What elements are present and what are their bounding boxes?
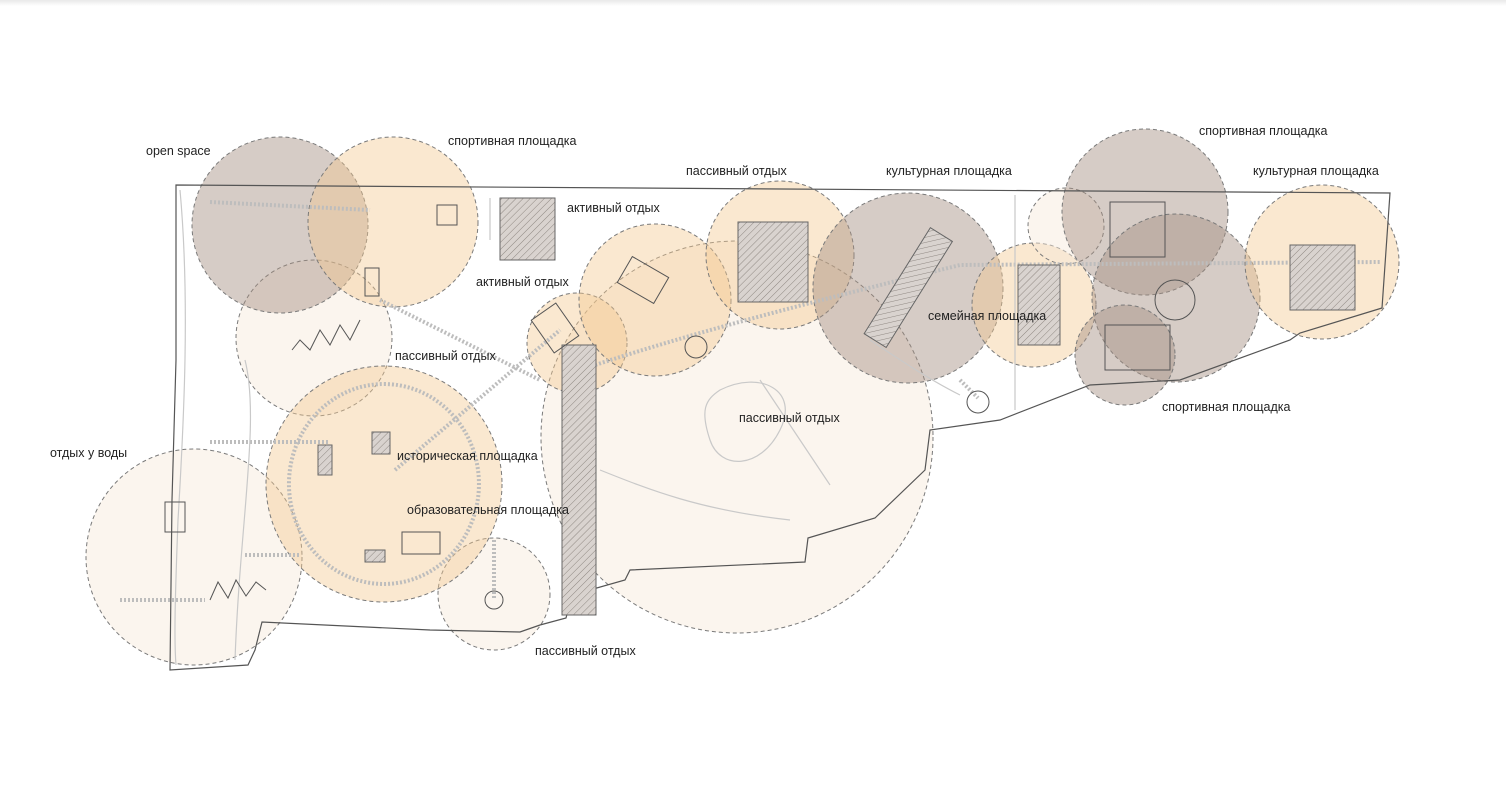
label-education: образовательная площадка [407, 503, 569, 517]
label-passive-2: пассивный отдых [686, 164, 787, 178]
label-sport-1: спортивная площадка [448, 134, 577, 148]
zone-circle-sport-2 [1061, 128, 1229, 296]
label-active-2: активный отдых [567, 201, 661, 215]
structure-round-pavilion-2 [966, 390, 990, 414]
zone-circles [85, 128, 1400, 666]
zone-circle-passive-3 [540, 240, 934, 634]
path-diagonal-1 [379, 298, 541, 382]
zone-circle-sport-4 [1074, 304, 1176, 406]
path-secondary-1 [234, 359, 252, 661]
path-west [209, 200, 371, 212]
structure-sport-court-2 [1104, 324, 1171, 371]
zone-labels: open space спортивная площадка пассивный… [50, 124, 1379, 658]
label-culture-1: культурная площадка [886, 164, 1012, 178]
park-plan [120, 184, 1391, 671]
label-open-space: open space [146, 144, 211, 158]
path-secondary-2 [599, 469, 791, 521]
zone-circle-sport-1 [307, 136, 479, 308]
structure-family-playground [1017, 264, 1061, 346]
structure-historic-block [317, 444, 333, 476]
structure-active-pad-1 [530, 302, 580, 354]
main-promenade [579, 260, 1381, 372]
structure-round-pavilion-3 [484, 590, 504, 610]
structure-culture-walk [863, 226, 954, 349]
zone-circle-open-space [191, 136, 369, 314]
label-water-rest: отдых у воды [50, 446, 127, 460]
label-passive-3: пассивный отдых [739, 411, 840, 425]
path-meadow [704, 381, 786, 462]
path-secondary-4 [869, 339, 961, 396]
zone-circle-sport-3 [1091, 213, 1261, 383]
structure-water-zigzag [209, 578, 267, 601]
label-culture-2: культурная площадка [1253, 164, 1379, 178]
label-active-1: активный отдых [476, 275, 570, 289]
path-diagonal-2 [393, 328, 562, 472]
label-sport-3: спортивная площадка [1162, 400, 1291, 414]
structure-active-pad-2 [616, 255, 670, 305]
label-historic: историческая площадка [397, 449, 538, 463]
structure-sport-ring [1154, 279, 1196, 321]
structure-active-walk [561, 344, 597, 616]
structure-sport-court-1 [1109, 201, 1166, 258]
zone-circle-water-rest [85, 448, 303, 666]
structure-plaza-nw [499, 197, 556, 261]
structure-zigzag-passive [291, 319, 361, 351]
label-family: семейная площадка [928, 309, 1046, 323]
park-boundary [169, 184, 1391, 671]
path-historic-ring [286, 382, 481, 586]
top-shadow-bar [0, 0, 1506, 6]
path-secondary-3 [759, 379, 831, 486]
structure-water-pier [164, 501, 186, 533]
structure-education-pad [364, 549, 386, 563]
path-east-spur [958, 378, 980, 400]
structure-education-grid [401, 531, 441, 555]
structure-block-sport-1 [436, 204, 458, 226]
structure-historic-block-2 [371, 431, 391, 455]
structure-block-open [364, 267, 380, 297]
zone-circle-active-2 [578, 223, 732, 377]
structure-round-pavilion-1 [684, 335, 708, 359]
label-passive-1: пассивный отдых [395, 349, 496, 363]
water-edge [174, 189, 186, 666]
label-passive-4: пассивный отдых [535, 644, 636, 658]
zone-circle-historic [265, 365, 503, 603]
structure-culture-pavilion [1289, 244, 1356, 311]
label-sport-2: спортивная площадка [1199, 124, 1328, 138]
structure-passive-plaza [737, 221, 809, 303]
